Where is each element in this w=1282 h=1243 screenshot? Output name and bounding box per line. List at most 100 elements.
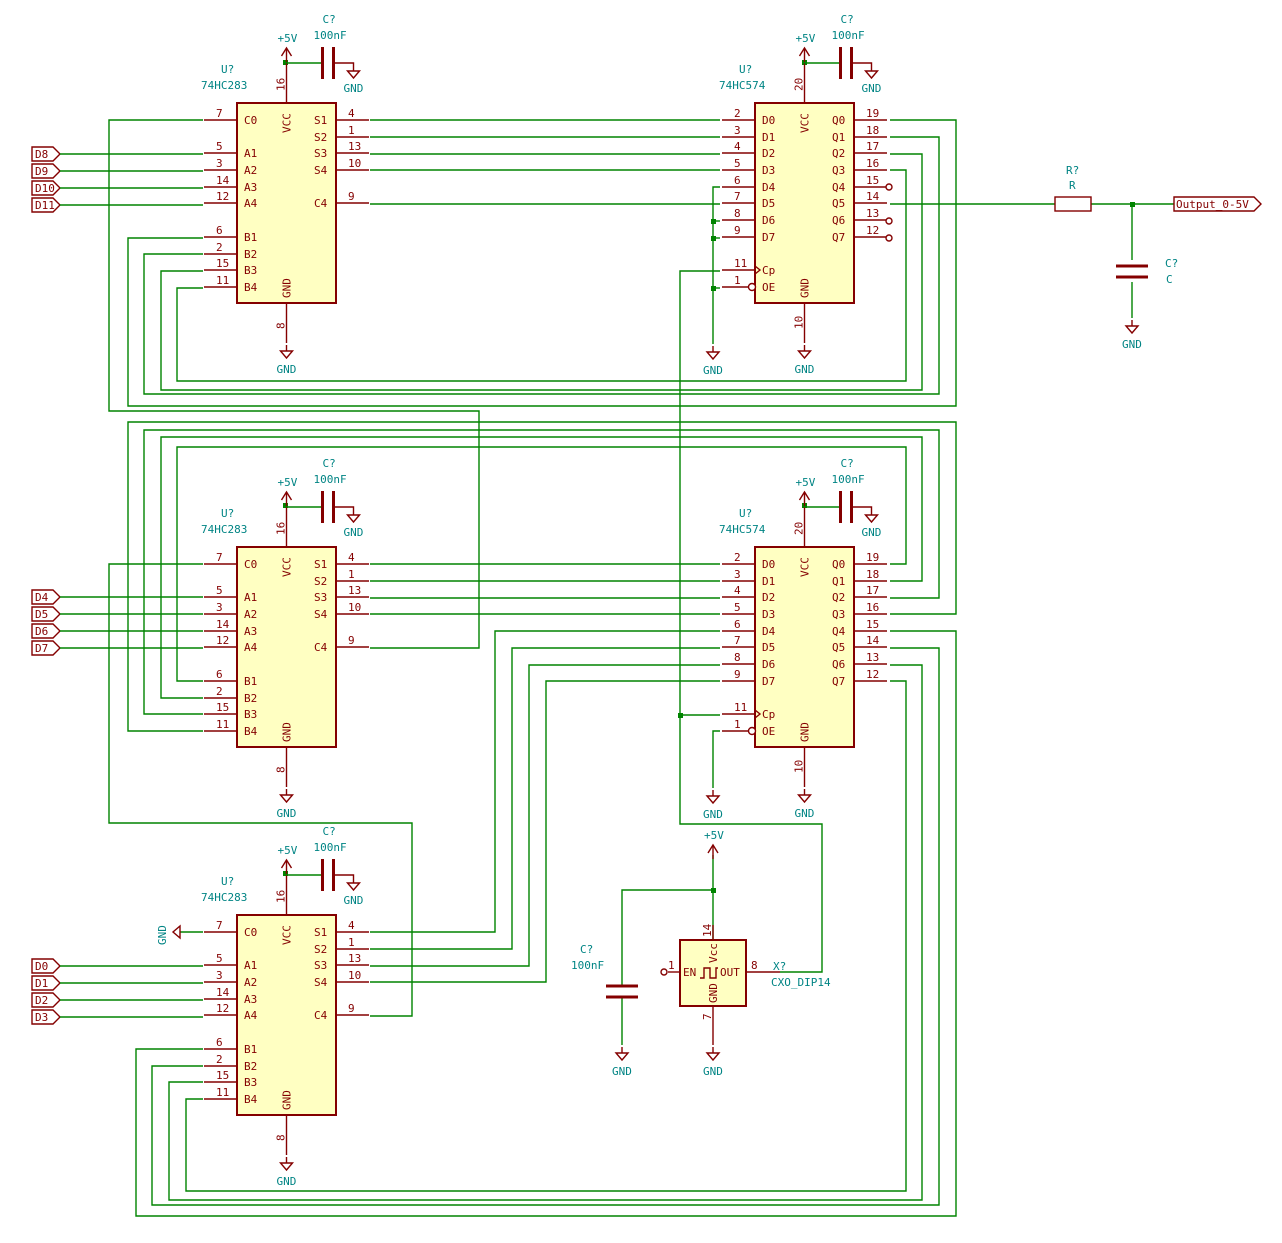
pin-number: 4 — [348, 107, 355, 120]
pin-number: 8 — [275, 322, 288, 329]
pin-label: A1 — [244, 591, 257, 604]
pin-number: 13 — [348, 140, 361, 153]
pin-label: C4 — [314, 197, 328, 210]
capacitor-value: 100nF — [832, 29, 865, 42]
input-label-text: D1 — [35, 977, 48, 990]
pin-number: 16 — [275, 522, 288, 535]
pin-number: 17 — [866, 584, 879, 597]
ic-value: 74HC283 — [201, 523, 247, 536]
pin-number: 3 — [734, 568, 741, 581]
ground-icon — [863, 514, 880, 524]
ground-label: GND — [612, 1065, 632, 1078]
resistor-r: R? R — [1054, 164, 1092, 212]
pin-label: Q2 — [832, 147, 845, 160]
pin-number: 14 — [216, 618, 230, 631]
ground-label: GND — [703, 808, 723, 821]
pin-number: 18 — [866, 124, 879, 137]
ground-icon — [796, 350, 813, 360]
ground-icon — [705, 351, 721, 361]
pin-label: VCC — [281, 925, 294, 945]
pin-label: D7 — [762, 231, 775, 244]
ground-label: GND — [277, 807, 297, 820]
clock-triangle-icon — [754, 709, 762, 719]
pin-label: Q6 — [832, 214, 845, 227]
wire-net — [370, 680, 720, 983]
ic-ref: U? — [739, 507, 752, 520]
ic-body — [236, 546, 337, 748]
pin-number: 16 — [866, 601, 879, 614]
pin-label: B3 — [244, 708, 257, 721]
pin-number: 4 — [348, 919, 355, 932]
pin-label: D1 — [762, 575, 775, 588]
pin-label: A3 — [244, 625, 257, 638]
input-label-shape — [31, 197, 61, 213]
resistor-ref: R? — [1066, 164, 1079, 177]
pin-number: 7 — [216, 919, 223, 932]
vcc-symbol — [798, 46, 811, 62]
pin-number: 10 — [793, 316, 806, 329]
ic-value: 74HC283 — [201, 891, 247, 904]
pin-label: D2 — [762, 147, 775, 160]
pin-number: 7 — [216, 107, 223, 120]
pin-label: GND — [799, 278, 812, 298]
wire-net — [334, 506, 355, 515]
pin-label: B4 — [244, 725, 258, 738]
pin-label: C0 — [244, 558, 257, 571]
pin-number: 13 — [348, 584, 361, 597]
pin-number: 5 — [216, 584, 223, 597]
pin-number: 8 — [275, 1134, 288, 1141]
vcc-symbol — [280, 490, 293, 506]
clock-triangle-icon — [754, 265, 762, 275]
pin-number: 15 — [216, 701, 229, 714]
pin-number: 4 — [348, 551, 355, 564]
pin-number: 12 — [216, 1002, 229, 1015]
adder-ic — [204, 63, 369, 343]
pin-number: 8 — [734, 651, 741, 664]
pin-number: 15 — [866, 618, 879, 631]
pin-number: 7 — [734, 190, 741, 203]
junction-dot — [1130, 202, 1135, 207]
input-label-text: D4 — [35, 591, 49, 604]
pin-number: 5 — [734, 601, 741, 614]
input-label-text: D9 — [35, 165, 48, 178]
pin-label: D1 — [762, 131, 775, 144]
pin-label: EN — [683, 966, 696, 979]
pin-label: S3 — [314, 591, 327, 604]
wire-net — [108, 119, 480, 649]
input-label-text: D6 — [35, 625, 48, 638]
pin-label: A3 — [244, 993, 257, 1006]
pin-number: 11 — [216, 274, 229, 287]
pin-number: 8 — [275, 766, 288, 773]
ground-label: GND — [703, 364, 723, 377]
ic-value: 74HC574 — [719, 523, 766, 536]
pin-label: A1 — [244, 959, 257, 972]
pin-number: 20 — [793, 78, 806, 91]
pin-number: 4 — [734, 584, 741, 597]
ic-body — [754, 102, 855, 304]
oscillator-body — [679, 939, 747, 1007]
wire-net — [334, 62, 355, 71]
ic-value: 74HC574 — [719, 79, 766, 92]
capacitor-value: 100nF — [314, 841, 347, 854]
pin-number: 3 — [216, 157, 223, 170]
pin-number: 6 — [216, 1036, 223, 1049]
ground-icon — [796, 794, 813, 804]
pin-number: 15 — [866, 174, 879, 187]
wire-net — [168, 664, 923, 1201]
junction-dot — [283, 503, 288, 508]
pin-label: S1 — [314, 558, 327, 571]
clock-wave-icon — [700, 967, 718, 979]
pin-label: Vcc — [707, 943, 720, 963]
wire-net — [160, 436, 923, 699]
pin-number: 2 — [216, 1053, 223, 1066]
wire-net — [334, 874, 355, 883]
pin-label: A2 — [244, 164, 257, 177]
ground-label: GND — [862, 82, 882, 95]
capacitor-value: 100nF — [832, 473, 865, 486]
capacitor-ref: C? — [323, 13, 336, 26]
junction-dot — [711, 286, 716, 291]
pin-label: S3 — [314, 959, 327, 972]
pin-number: 7 — [701, 1013, 714, 1020]
ground-label: GND — [156, 925, 169, 945]
capacitor-value: 100nF — [314, 473, 347, 486]
